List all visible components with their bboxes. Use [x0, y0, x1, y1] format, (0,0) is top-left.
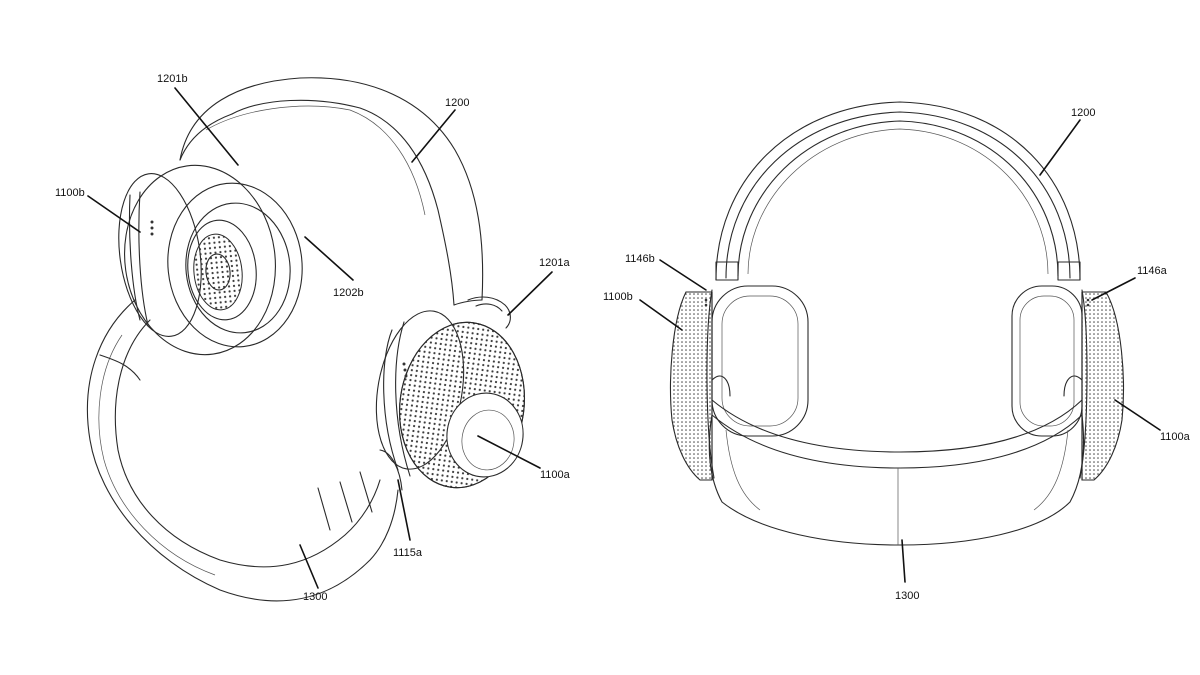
label-1201a: 1201a [539, 257, 570, 269]
leader-1100b-left [87, 195, 141, 233]
leader-1100a-left [477, 435, 541, 469]
leader-1300-left [299, 544, 319, 589]
leader-lines-right [639, 119, 1161, 583]
label-1200-left: 1200 [445, 97, 469, 109]
headband-1200-front [715, 101, 1081, 281]
label-1100b-left: 1100b [55, 187, 85, 199]
label-1100a-right: 1100a [1160, 431, 1191, 443]
leader-1200-left [411, 109, 456, 163]
label-1202b: 1202b [333, 287, 364, 299]
earcup-1100a-front [1011, 285, 1124, 481]
label-1115a: 1115a [393, 547, 423, 559]
figure-front-view [669, 101, 1124, 546]
figure-perspective-view [86, 77, 526, 602]
leader-1201a [507, 271, 553, 316]
label-1146a: 1146a [1137, 265, 1168, 277]
label-1300-left: 1300 [303, 591, 327, 603]
leader-1200-right [1039, 119, 1081, 176]
leader-1201b [174, 87, 239, 166]
label-1100b-right: 1100b [603, 291, 633, 303]
earcup-1100b-front [669, 285, 809, 481]
hinge-1201a [467, 296, 511, 329]
labels-left: 1201b 1200 1100b 1202b 1201a 1100a 1115a… [55, 73, 571, 603]
earcup-1100b [118, 164, 303, 356]
visor-1300 [86, 299, 403, 602]
leader-1146b [659, 259, 707, 291]
label-1200-right: 1200 [1071, 107, 1095, 119]
label-1201b: 1201b [157, 73, 188, 85]
leader-1146a [1091, 277, 1136, 301]
label-1146b: 1146b [625, 253, 655, 265]
earcup-1100a [375, 310, 526, 489]
leader-1202b [304, 236, 354, 281]
leader-1100a-right [1114, 399, 1161, 431]
labels-right: 1200 1146b 1146a 1100b 1100a 1300 [603, 107, 1191, 602]
label-1300-right: 1300 [895, 590, 919, 602]
visor-1300-front [708, 399, 1084, 546]
leader-1100b-right [639, 299, 683, 331]
leader-1300-right [901, 539, 906, 583]
leader-1115a [397, 479, 411, 541]
leader-lines-left [87, 87, 553, 589]
label-1100a-left: 1100a [540, 469, 571, 481]
headband-1200 [179, 77, 484, 306]
